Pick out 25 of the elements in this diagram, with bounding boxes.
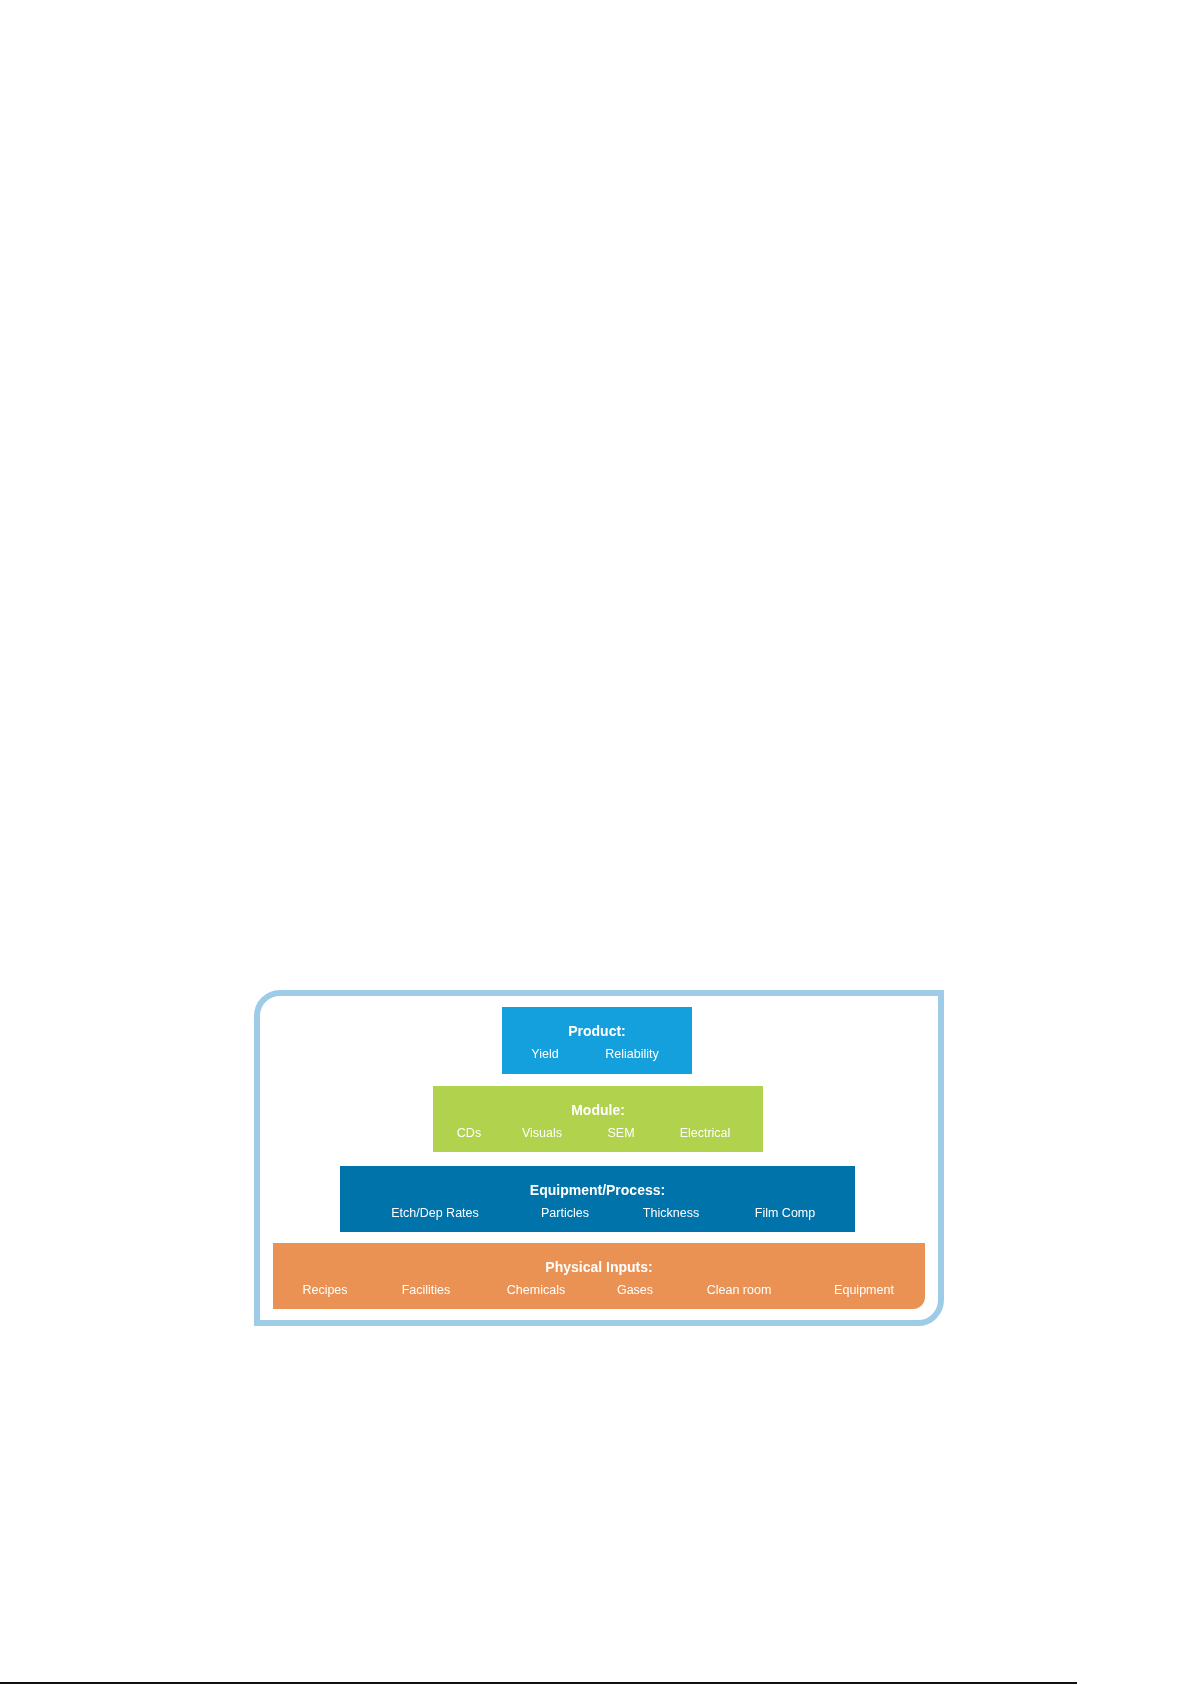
metric-label: Yield	[531, 1047, 559, 1061]
metric-label: Film Comp	[754, 1206, 816, 1220]
tier-band	[340, 1166, 855, 1232]
metric-label: Thickness	[642, 1206, 700, 1220]
tier-band	[273, 1243, 925, 1309]
metric-label: Electrical	[679, 1126, 731, 1140]
metric-label: Chemicals	[506, 1283, 566, 1297]
metric-label: SEM	[607, 1126, 635, 1140]
metric-label: Clean room	[706, 1283, 772, 1297]
tier-heading: Physical Inputs:	[545, 1260, 653, 1274]
metric-label: Recipes	[302, 1283, 348, 1297]
metric-label: Facilities	[401, 1283, 451, 1297]
tier-heading: Module:	[571, 1103, 625, 1117]
frame-border	[254, 990, 944, 1326]
metric-label: CDs	[456, 1126, 482, 1140]
tier-heading: Product:	[568, 1024, 626, 1038]
metric-label: Gases	[616, 1283, 654, 1297]
tier-heading: Equipment/Process:	[529, 1183, 666, 1197]
metric-label: Visuals	[521, 1126, 563, 1140]
tier-band	[502, 1007, 692, 1074]
metric-label: Reliability	[605, 1047, 659, 1061]
metric-label: Equipment	[834, 1283, 894, 1297]
metric-label: Particles	[541, 1206, 589, 1220]
metric-label: Etch/Dep Rates	[391, 1206, 479, 1220]
tier-band	[433, 1086, 763, 1152]
